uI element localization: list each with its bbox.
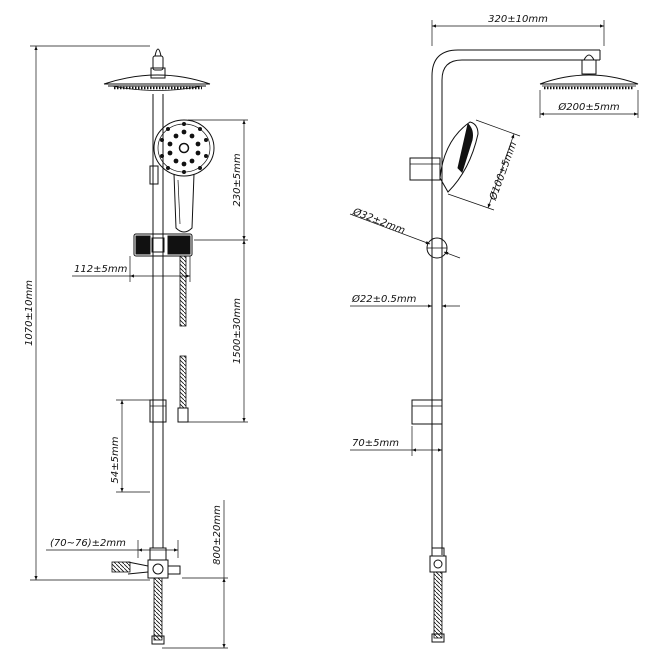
slide-holder: [133, 233, 193, 257]
hand-shower-side: [409, 121, 479, 193]
front-view: 1070±10mm 230±5mm 1500±30mm 112±5mm 54±5…: [24, 45, 248, 649]
handshower-length-label: 230±5mm: [232, 153, 243, 207]
inlet-hose-lower: [151, 577, 165, 645]
inlet-spacing-label: (70~76)±2mm: [50, 538, 126, 549]
wall-bracket-upper: [149, 399, 167, 423]
riser-connector: [426, 237, 448, 259]
arm-reach-label: 320±10mm: [488, 14, 548, 25]
overhead-shower-head: [103, 48, 211, 91]
hand-shower: [149, 119, 215, 233]
wall-bracket-side: [411, 399, 443, 425]
overhead-diameter-label: Ø200±5mm: [557, 101, 619, 113]
handshower-nozzles: [160, 122, 208, 174]
diverter-side: [429, 547, 447, 643]
riser-top-diameter-label: Ø32±2mm: [350, 205, 407, 236]
riser-pipe: [152, 94, 164, 548]
riser-arm: [431, 49, 601, 555]
side-dimensions: 320±10mm Ø200±5mm Ø100±5mm Ø32±2mm Ø22±0…: [349, 14, 639, 456]
inlet-height-label: 800±20mm: [212, 505, 223, 565]
diverter-valve: [111, 547, 181, 579]
handshower-diameter-label: Ø100±5mm: [487, 140, 520, 203]
slide-rail-label: 54±5mm: [110, 436, 121, 483]
total-height-label: 1070±10mm: [24, 280, 35, 346]
bracket-offset-label: 70±5mm: [352, 438, 399, 449]
side-view: 320±10mm Ø200±5mm Ø100±5mm Ø32±2mm Ø22±0…: [349, 14, 639, 643]
hose-length-label: 1500±30mm: [232, 298, 243, 364]
riser-diameter-label: Ø22±0.5mm: [351, 293, 417, 305]
overhead-shower-head-side: [539, 54, 639, 90]
holder-offset-label: 112±5mm: [74, 264, 128, 275]
shower-hose: [177, 255, 189, 423]
front-dimensions: 1070±10mm 230±5mm 1500±30mm 112±5mm 54±5…: [24, 45, 248, 649]
